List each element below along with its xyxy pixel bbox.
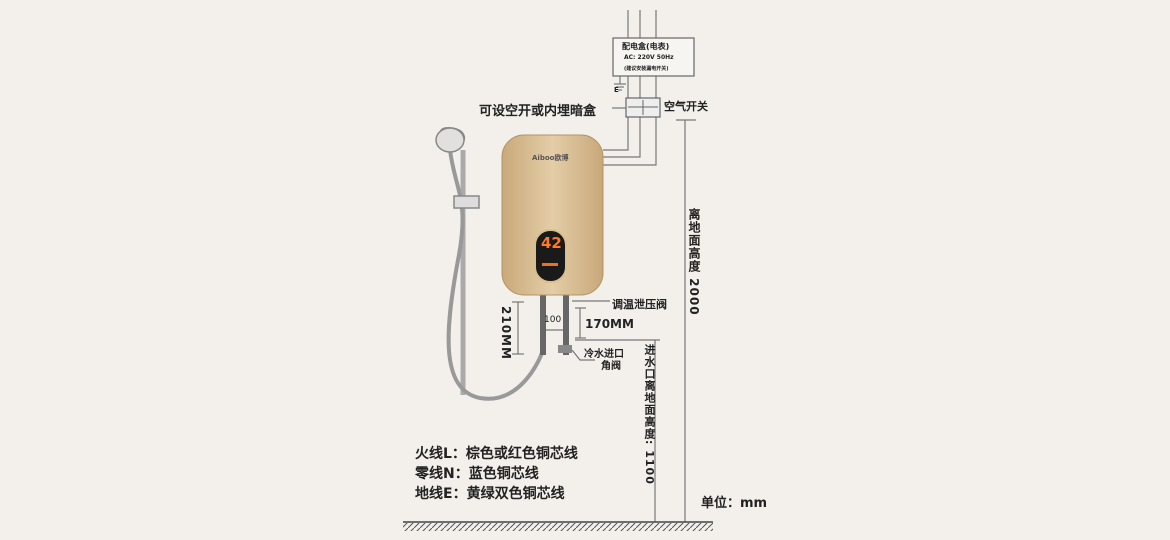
panel-box-note: (建议安装漏电开关) (624, 66, 669, 72)
legend-live: 火线L：棕色或红色铜芯线 (415, 446, 578, 462)
distribution-box (612, 37, 695, 77)
valve-label: 调温泄压阀 (612, 298, 667, 311)
panel-box-spec: AC: 220V 50Hz (624, 54, 674, 61)
heater-display (534, 229, 567, 283)
brand-logo: Aiboo欧博 (532, 154, 569, 162)
legend-earth: 地线E：黄绿双色铜芯线 (415, 486, 565, 502)
dim-170: 170MM (585, 317, 634, 331)
display-temp: 42 (541, 234, 562, 252)
dim-210: 210MM (499, 306, 513, 360)
outlet-pipe (540, 295, 546, 355)
wire (603, 117, 657, 166)
unit-label: 单位：mm (701, 496, 768, 511)
inlet-pipe (563, 295, 569, 355)
inlet-label: 冷水进口 (584, 349, 624, 360)
water-heater (501, 134, 604, 296)
angle-valve-label: 角阀 (601, 361, 621, 372)
switch-label: 空气开关 (664, 100, 708, 113)
switch-note: 可设空开或内埋暗盒 (479, 104, 597, 119)
panel-box-title: 配电盒(电表) (622, 42, 670, 51)
wire (603, 117, 641, 158)
inlet-height-label: 进水口离地面高度: 1100 (643, 344, 656, 485)
dim-100: 100 (544, 315, 562, 325)
shower-head-icon (435, 127, 465, 153)
height-label: 离地面高度 2000 (687, 208, 701, 316)
angle-valve-icon (558, 345, 572, 353)
earth-label: E (614, 86, 619, 94)
legend-neutral: 零线N：蓝色铜芯线 (415, 466, 539, 482)
